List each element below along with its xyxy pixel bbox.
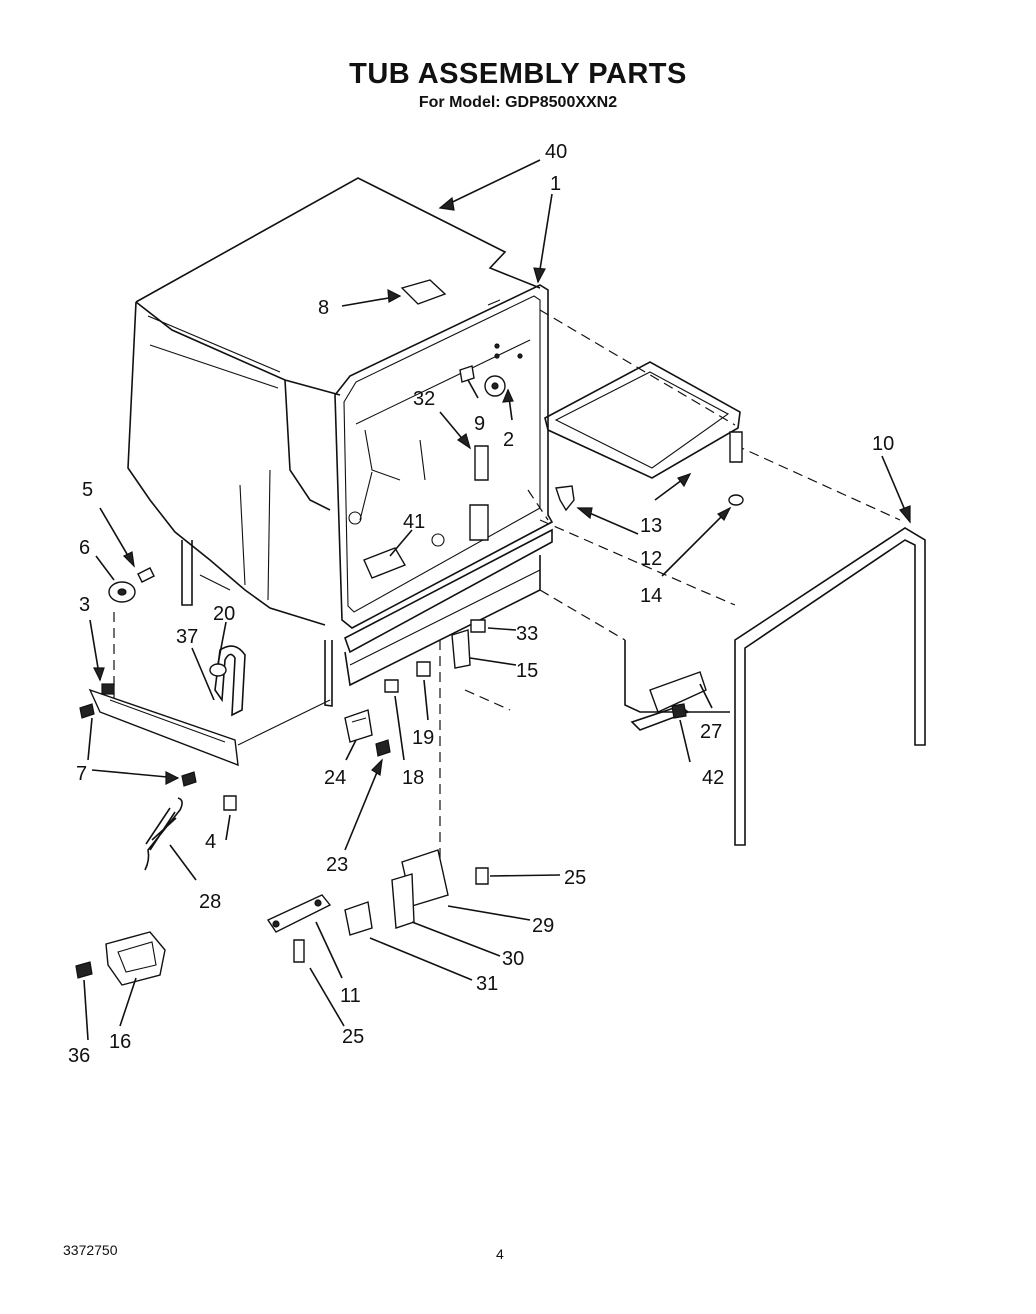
- hardware-right: [555, 431, 744, 512]
- callout-15: 15: [516, 660, 538, 682]
- callout-3: 3: [79, 594, 90, 616]
- callout-40: 40: [545, 141, 567, 163]
- part-10-rail: [734, 527, 926, 846]
- callout-7: 7: [76, 763, 87, 785]
- callout-5: 5: [82, 479, 93, 501]
- callout-32: 32: [413, 388, 435, 410]
- part-3-bracket: [88, 683, 331, 767]
- callout-41: 41: [403, 511, 425, 533]
- part-37-hose: [209, 645, 246, 717]
- part-16-hinge: [105, 931, 166, 986]
- part-29-latch-assembly: [344, 849, 449, 936]
- callout-13: 13: [640, 515, 662, 537]
- callout-16: 16: [109, 1031, 131, 1053]
- callout-1: 1: [550, 173, 561, 195]
- callout-36: 36: [68, 1045, 90, 1067]
- tub-internal-parts: [348, 343, 523, 579]
- tub-body: [127, 177, 554, 707]
- page-number: 4: [496, 1246, 504, 1262]
- leader-lines: [83, 159, 911, 1041]
- callout-24: 24: [324, 767, 346, 789]
- callout-4: 4: [205, 831, 216, 853]
- projection-lines: [113, 309, 901, 860]
- part-6-washer: [108, 567, 155, 603]
- callout-25b: 25: [342, 1026, 364, 1048]
- document-number: 3372750: [63, 1242, 118, 1258]
- callout-6: 6: [79, 537, 90, 559]
- callout-20: 20: [213, 603, 235, 625]
- part-13-rack-frame: [544, 361, 741, 479]
- callout-28: 28: [199, 891, 221, 913]
- callout-37: 37: [176, 626, 198, 648]
- callout-11: 11: [340, 985, 361, 1007]
- part-11-link: [266, 894, 332, 933]
- callout-12: 12: [640, 548, 662, 570]
- callout-10: 10: [872, 433, 894, 455]
- callout-31: 31: [476, 973, 498, 995]
- fasteners: [75, 619, 687, 979]
- page-title: TUB ASSEMBLY PARTS: [349, 58, 687, 90]
- callout-30: 30: [502, 948, 524, 970]
- callout-42: 42: [702, 767, 724, 789]
- part-24-switch: [344, 709, 373, 743]
- callout-2: 2: [503, 429, 514, 451]
- callout-9: 9: [474, 413, 485, 435]
- callout-33: 33: [516, 623, 538, 645]
- callout-18: 18: [402, 767, 424, 789]
- callout-25a: 25: [564, 867, 586, 889]
- callout-19: 19: [412, 727, 434, 749]
- callout-14: 14: [640, 585, 662, 607]
- callout-27: 27: [700, 721, 722, 743]
- part-28-spring: [144, 797, 183, 871]
- model-subtitle: For Model: GDP8500XXN2: [418, 94, 618, 111]
- callout-labels: 40 1 8 32 9 2 10 13 12 14 41 5 6 3 20 37…: [68, 141, 894, 1067]
- callout-8: 8: [318, 297, 329, 319]
- callout-29: 29: [532, 915, 554, 937]
- callout-23: 23: [326, 854, 348, 876]
